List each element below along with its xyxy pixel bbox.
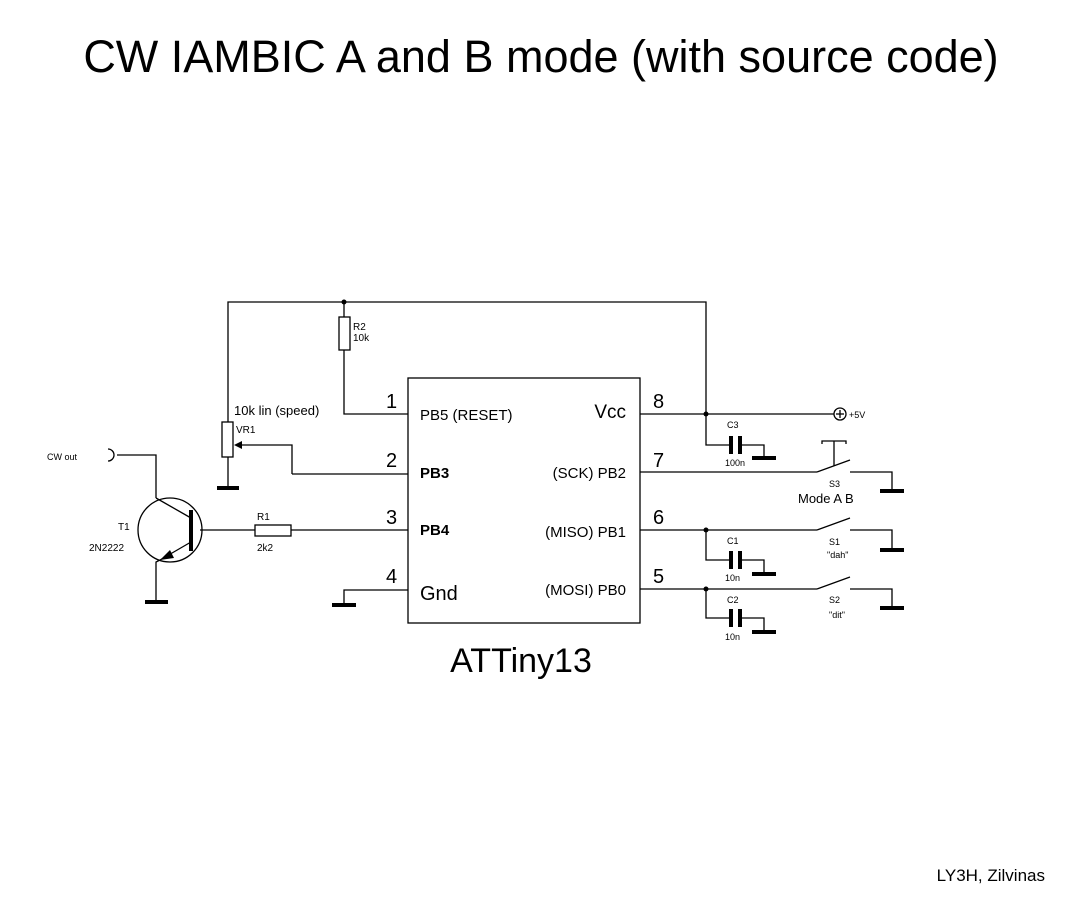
s1-switch: [816, 517, 851, 531]
svg-text:Vcc: Vcc: [594, 402, 626, 423]
t1-ref: T1: [118, 522, 130, 533]
s1-ref: S1: [829, 537, 840, 547]
ic-pin-5: 5 (MOSI) PB0: [545, 566, 664, 599]
s2-label: "dit": [829, 610, 845, 620]
ic-pin-1: 1 PB5 (RESET): [386, 391, 513, 424]
svg-text:PB4: PB4: [420, 522, 450, 539]
c3-value: 100n: [725, 458, 745, 468]
pushbutton-icon: [821, 440, 847, 444]
c3-ref: C3: [727, 420, 739, 430]
svg-text:4: 4: [386, 566, 397, 588]
ic-name: ATTiny13: [450, 642, 592, 680]
svg-text:(MISO) PB1: (MISO) PB1: [545, 524, 626, 541]
cw-out-jack-icon: [107, 448, 115, 462]
c1-wire: [705, 530, 730, 561]
svg-text:6: 6: [653, 507, 664, 529]
s2-ref: S2: [829, 595, 840, 605]
pin4-ground-wire: [343, 589, 408, 604]
svg-text:PB3: PB3: [420, 465, 449, 482]
ic-body: [407, 377, 641, 624]
s2-switch: [816, 576, 851, 590]
r2-value: 10k: [353, 333, 370, 344]
supply-label: +5V: [849, 410, 865, 420]
emitter-arrow-icon: [160, 550, 174, 560]
c2-ref: C2: [727, 595, 739, 605]
svg-text:(MOSI) PB0: (MOSI) PB0: [545, 582, 626, 599]
svg-text:3: 3: [386, 507, 397, 529]
c2-wire: [705, 589, 730, 619]
vr1-potentiometer: [221, 421, 234, 458]
ic-pin-2: 2 PB3: [386, 450, 449, 482]
collector-wire: [117, 454, 157, 498]
c2-value: 10n: [725, 632, 740, 642]
r1-ref: R1: [257, 512, 270, 523]
svg-text:(SCK) PB2: (SCK) PB2: [553, 465, 626, 482]
t1-collector: [155, 497, 192, 519]
r1-resistor: [254, 524, 292, 537]
svg-text:5: 5: [653, 566, 664, 588]
r2-ref: R2: [353, 322, 366, 333]
svg-text:7: 7: [653, 450, 664, 472]
ic-pin-7: 7 (SCK) PB2: [553, 450, 664, 482]
c1-ref: C1: [727, 536, 739, 546]
svg-text:2: 2: [386, 450, 397, 472]
t1-transistor: [137, 497, 203, 563]
ic-pin-8: 8 Vcc: [594, 391, 664, 423]
ic-pin-3: 3 PB4: [386, 507, 450, 539]
author-credit: LY3H, Zilvinas: [937, 866, 1045, 885]
r2-resistor: [338, 316, 351, 351]
t1-value: 2N2222: [89, 543, 124, 554]
cw-out-label: CW out: [47, 452, 78, 462]
s3-label: Mode A B: [798, 491, 854, 506]
vr1-wiper-wire: [238, 444, 293, 474]
wiper-arrow-icon: [234, 441, 242, 449]
ic-pin-6: 6 (MISO) PB1: [545, 507, 664, 541]
r2-to-pin1-wire: [343, 350, 408, 415]
emitter-wire: [155, 559, 161, 601]
vr1-ref: VR1: [236, 425, 256, 436]
vr1-value: 10k lin (speed): [234, 403, 319, 418]
svg-text:1: 1: [386, 391, 397, 413]
svg-text:8: 8: [653, 391, 664, 413]
svg-text:PB5 (RESET): PB5 (RESET): [420, 407, 513, 424]
svg-text:Gnd: Gnd: [420, 583, 458, 605]
r1-value: 2k2: [257, 543, 274, 554]
c3-wire: [705, 414, 730, 446]
diagram-title: CW IAMBIC A and B mode (with source code…: [83, 31, 998, 82]
s1-label: "dah": [827, 550, 848, 560]
supply-terminal-icon: [833, 407, 847, 421]
s3-ref: S3: [829, 479, 840, 489]
c1-value: 10n: [725, 573, 740, 583]
ic-pin-4: 4 Gnd: [386, 566, 458, 605]
vcc-rail-wire: [227, 301, 707, 422]
